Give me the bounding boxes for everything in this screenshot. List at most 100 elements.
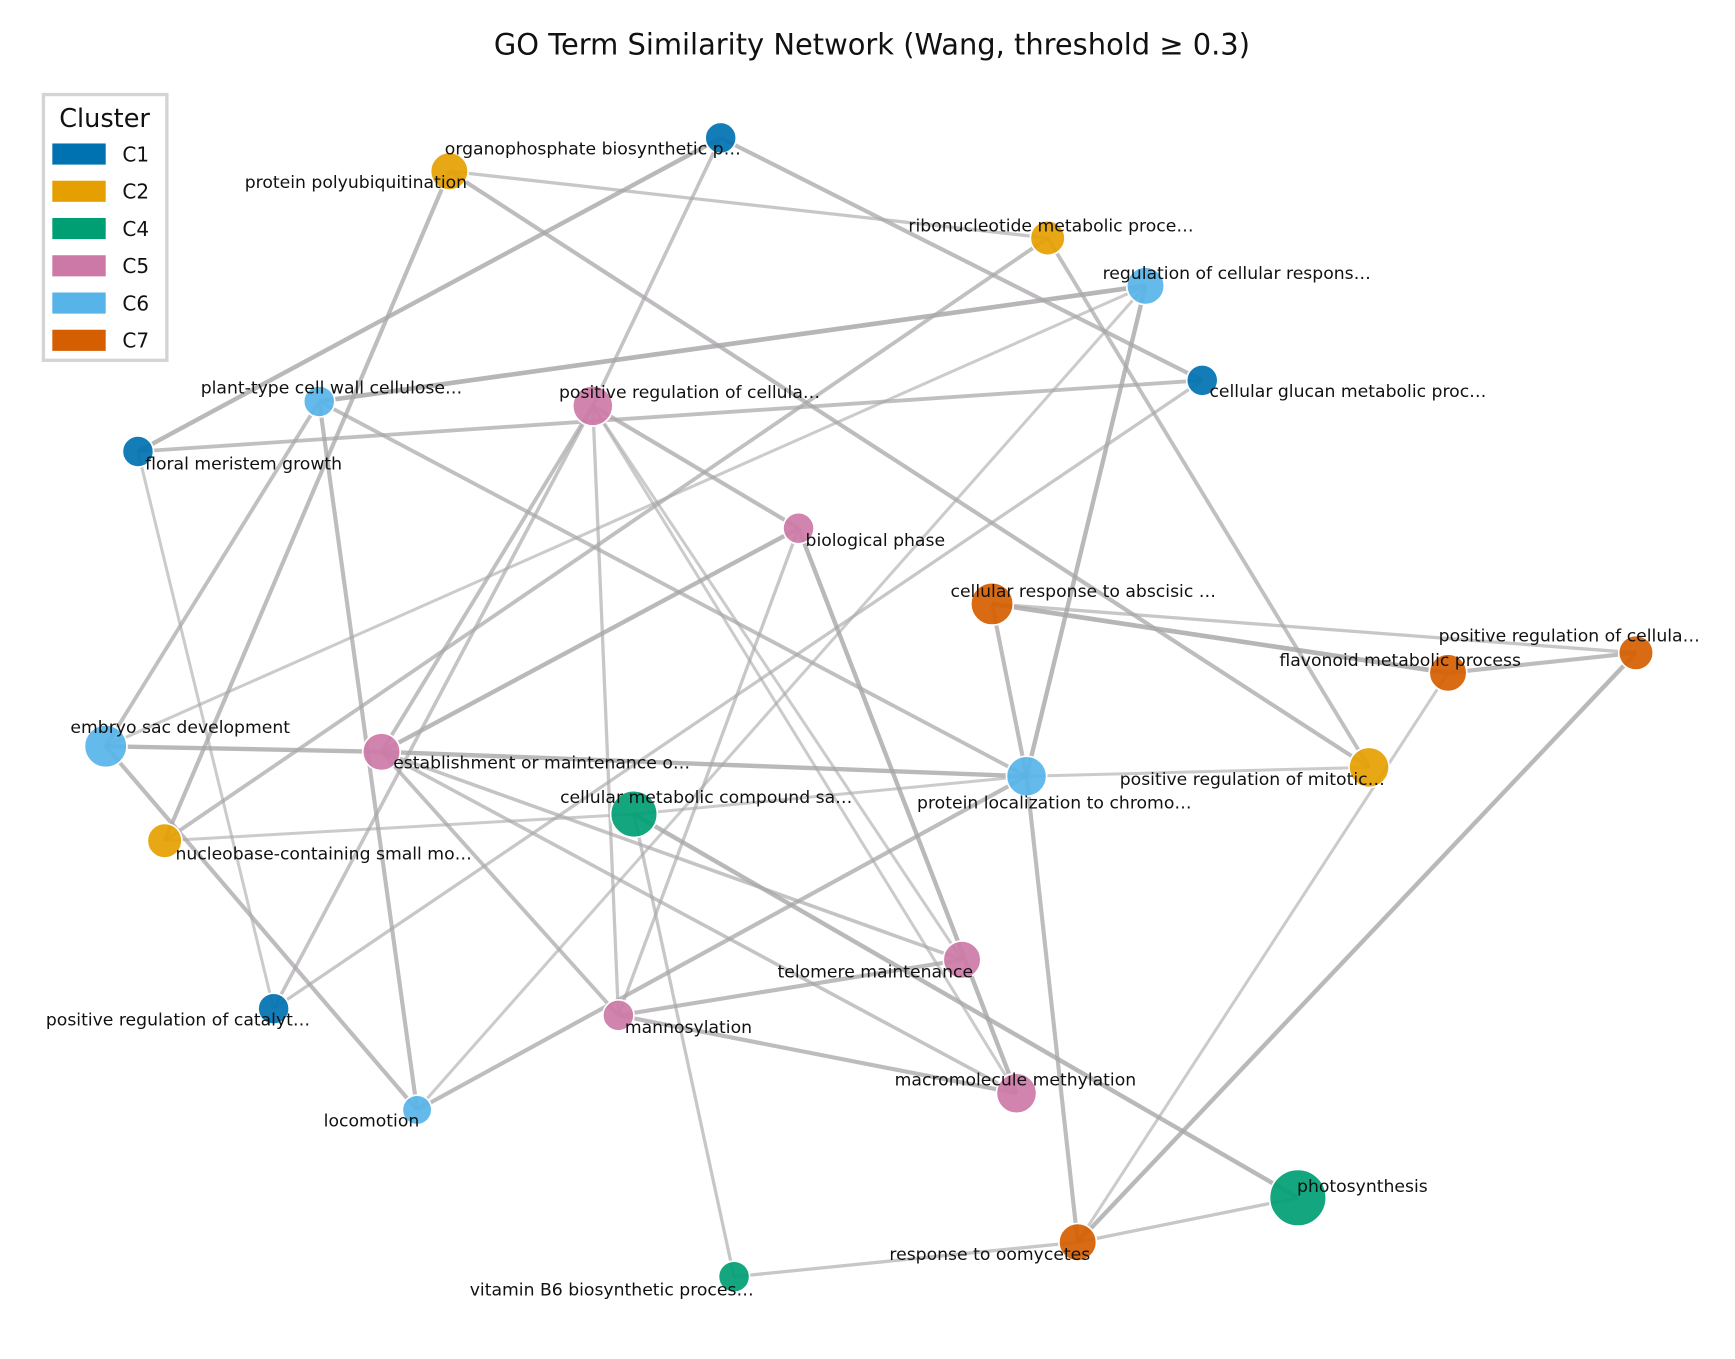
edge-vitb6-oomycetes bbox=[733, 1240, 1078, 1279]
edge-regcell-plant bbox=[318, 283, 1146, 404]
node-photo[interactable] bbox=[1268, 1168, 1328, 1227]
node-label: telomere maintenance bbox=[777, 963, 973, 983]
node-ribo[interactable] bbox=[1029, 219, 1066, 257]
node-flavonoid[interactable] bbox=[1428, 653, 1468, 693]
legend-label: C5 bbox=[122, 254, 149, 278]
node-label: protein localization to chromo… bbox=[917, 794, 1192, 814]
node-regcell[interactable] bbox=[1125, 266, 1166, 306]
node-telomere[interactable] bbox=[942, 940, 982, 980]
node-label: embryo sac development bbox=[70, 718, 290, 738]
edge-compound-nucleobase bbox=[164, 812, 635, 843]
node-label: positive regulation of catalyt… bbox=[46, 1010, 310, 1030]
node-label: floral meristem growth bbox=[145, 454, 342, 474]
chart-title: GO Term Similarity Network (Wang, thresh… bbox=[494, 27, 1250, 61]
legend-label: C1 bbox=[122, 142, 149, 166]
node-plant[interactable] bbox=[302, 385, 336, 418]
node-catalyt[interactable] bbox=[257, 992, 291, 1026]
edge-plant-embryo bbox=[104, 400, 321, 748]
edge-abscisic-flavonoid bbox=[991, 601, 1449, 676]
legend-swatch-c1 bbox=[52, 143, 106, 165]
edge-bio-mannosyl bbox=[616, 527, 801, 1016]
node-label: response to oomycetes bbox=[889, 1245, 1090, 1265]
edge-posreg5-telomere bbox=[591, 405, 964, 961]
edge-flavonoid-posreg7 bbox=[1447, 650, 1637, 675]
node-vitb6[interactable] bbox=[717, 1260, 751, 1294]
edge-compound-photo bbox=[632, 812, 1299, 1200]
edge-bio-macromol bbox=[796, 527, 1019, 1094]
node-label: regulation of cellular respons… bbox=[1103, 264, 1371, 284]
edge-polyub-mitotic bbox=[448, 169, 1371, 770]
node-macromol[interactable] bbox=[995, 1072, 1038, 1115]
node-label: protein polyubiquitination bbox=[245, 173, 467, 193]
node-mitotic[interactable] bbox=[1348, 746, 1390, 789]
node-label: plant-type cell wall cellulose… bbox=[201, 379, 463, 399]
node-floral[interactable] bbox=[121, 435, 155, 468]
node-glucan[interactable] bbox=[1185, 363, 1219, 397]
node-label: establishment or maintenance o… bbox=[393, 753, 690, 773]
node-label: ribonucleotide metabolic proce… bbox=[908, 216, 1193, 236]
node-label: cellular metabolic compound sa… bbox=[560, 788, 852, 808]
edge-protloc-mitotic bbox=[1026, 765, 1370, 778]
edge-polyub-ribo bbox=[449, 169, 1048, 240]
node-abscisic[interactable] bbox=[969, 581, 1015, 626]
node-label: organophosphate biosynthetic p… bbox=[445, 140, 741, 160]
node-mannosyl[interactable] bbox=[601, 998, 635, 1032]
node-label: positive regulation of cellula… bbox=[559, 383, 820, 403]
legend-swatch-c7 bbox=[52, 329, 106, 351]
edge-posreg7-oomycetes bbox=[1076, 651, 1638, 1244]
edge-posreg5-catalyt bbox=[272, 405, 595, 1010]
node-label: flavonoid metabolic process bbox=[1279, 651, 1521, 671]
node-embryo[interactable] bbox=[83, 724, 128, 769]
node-label: nucleobase-containing small mo… bbox=[176, 845, 472, 865]
node-compound[interactable] bbox=[609, 789, 659, 839]
edge-establish-mannosyl bbox=[380, 750, 620, 1017]
edge-posreg5-macromol bbox=[591, 405, 1018, 1094]
edge-glucan-floral bbox=[137, 378, 1203, 454]
node-label: vitamin B6 biosynthetic proces… bbox=[470, 1281, 754, 1301]
edge-compound-protloc bbox=[633, 774, 1027, 816]
node-label: locomotion bbox=[324, 1112, 420, 1132]
node-label: biological phase bbox=[806, 531, 946, 551]
node-protloc[interactable] bbox=[1005, 755, 1048, 798]
node-establish[interactable] bbox=[361, 732, 402, 772]
node-label: positive regulation of cellula… bbox=[1439, 627, 1700, 647]
edge-protloc-locomotion bbox=[416, 774, 1028, 1112]
edge-layer bbox=[104, 135, 1638, 1279]
node-label: photosynthesis bbox=[1297, 1177, 1428, 1197]
edge-flavonoid-oomycetes bbox=[1076, 672, 1450, 1244]
node-label: macromolecule methylation bbox=[895, 1070, 1136, 1090]
node-locomotion[interactable] bbox=[401, 1094, 433, 1126]
edge-establish-macromol bbox=[380, 750, 1018, 1095]
node-posreg5[interactable] bbox=[571, 384, 614, 427]
legend-swatch-c6 bbox=[52, 292, 106, 314]
edge-organo-posreg5 bbox=[591, 137, 723, 407]
edge-posreg5-establish bbox=[379, 404, 595, 753]
edge-abscisic-posreg7 bbox=[991, 602, 1637, 655]
legend-swatch-c5 bbox=[52, 255, 106, 277]
legend-swatch-c4 bbox=[52, 217, 106, 240]
node-organo[interactable] bbox=[704, 121, 738, 155]
edge-plant-protloc bbox=[318, 399, 1028, 778]
node-nucleobase[interactable] bbox=[146, 822, 183, 859]
edge-bio-establish bbox=[380, 526, 800, 754]
edge-abscisic-protloc bbox=[990, 603, 1029, 777]
legend-title: Cluster bbox=[59, 104, 150, 134]
node-label: cellular glucan metabolic proc… bbox=[1209, 382, 1486, 402]
edge-polyub-nucleobase bbox=[162, 170, 452, 842]
node-oomycetes[interactable] bbox=[1058, 1222, 1098, 1262]
edge-ribo-nucleobase bbox=[163, 236, 1049, 843]
legend-label: C4 bbox=[122, 217, 149, 241]
edge-compound-vitb6 bbox=[632, 813, 736, 1278]
legend-label: C2 bbox=[122, 180, 149, 204]
edge-photo-oomycetes bbox=[1077, 1196, 1299, 1244]
edge-mannosyl-macromol bbox=[617, 1013, 1017, 1096]
node-posreg7[interactable] bbox=[1617, 634, 1655, 671]
edge-regcell-embryo bbox=[105, 284, 1147, 748]
edge-establish-protloc bbox=[381, 749, 1027, 779]
node-polyub[interactable] bbox=[429, 151, 469, 191]
edge-telomere-mannosyl bbox=[618, 957, 963, 1018]
node-bio[interactable] bbox=[782, 511, 815, 545]
edge-regcell-locomotion bbox=[415, 284, 1147, 1111]
